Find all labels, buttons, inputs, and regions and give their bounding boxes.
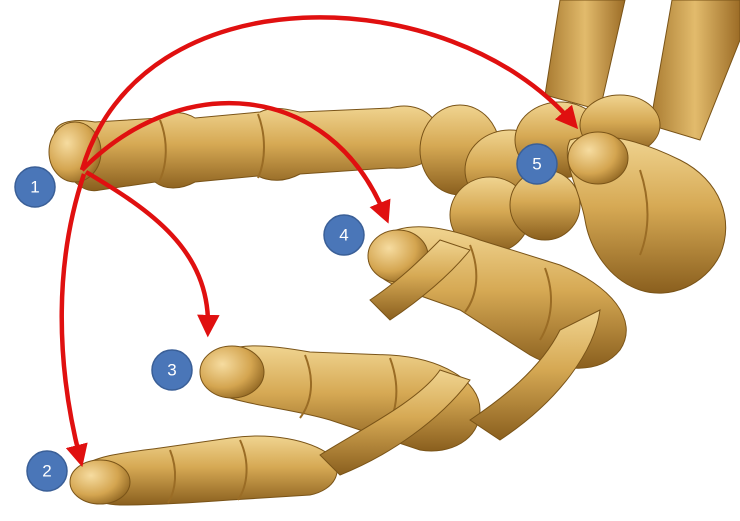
- svg-text:5: 5: [532, 155, 541, 174]
- marker-4: 4: [324, 215, 364, 255]
- little-finger-bones: [70, 436, 337, 505]
- arrow-to-3: [86, 172, 208, 328]
- svg-text:4: 4: [339, 226, 348, 245]
- marker-1: 1: [15, 167, 55, 207]
- marker-5: 5: [517, 144, 557, 184]
- marker-3: 3: [152, 350, 192, 390]
- index-finger-bones: [567, 132, 725, 293]
- svg-text:2: 2: [42, 462, 51, 481]
- marker-2: 2: [27, 451, 67, 491]
- svg-text:1: 1: [30, 178, 39, 197]
- arrow-to-2: [62, 174, 84, 458]
- svg-text:3: 3: [167, 361, 176, 380]
